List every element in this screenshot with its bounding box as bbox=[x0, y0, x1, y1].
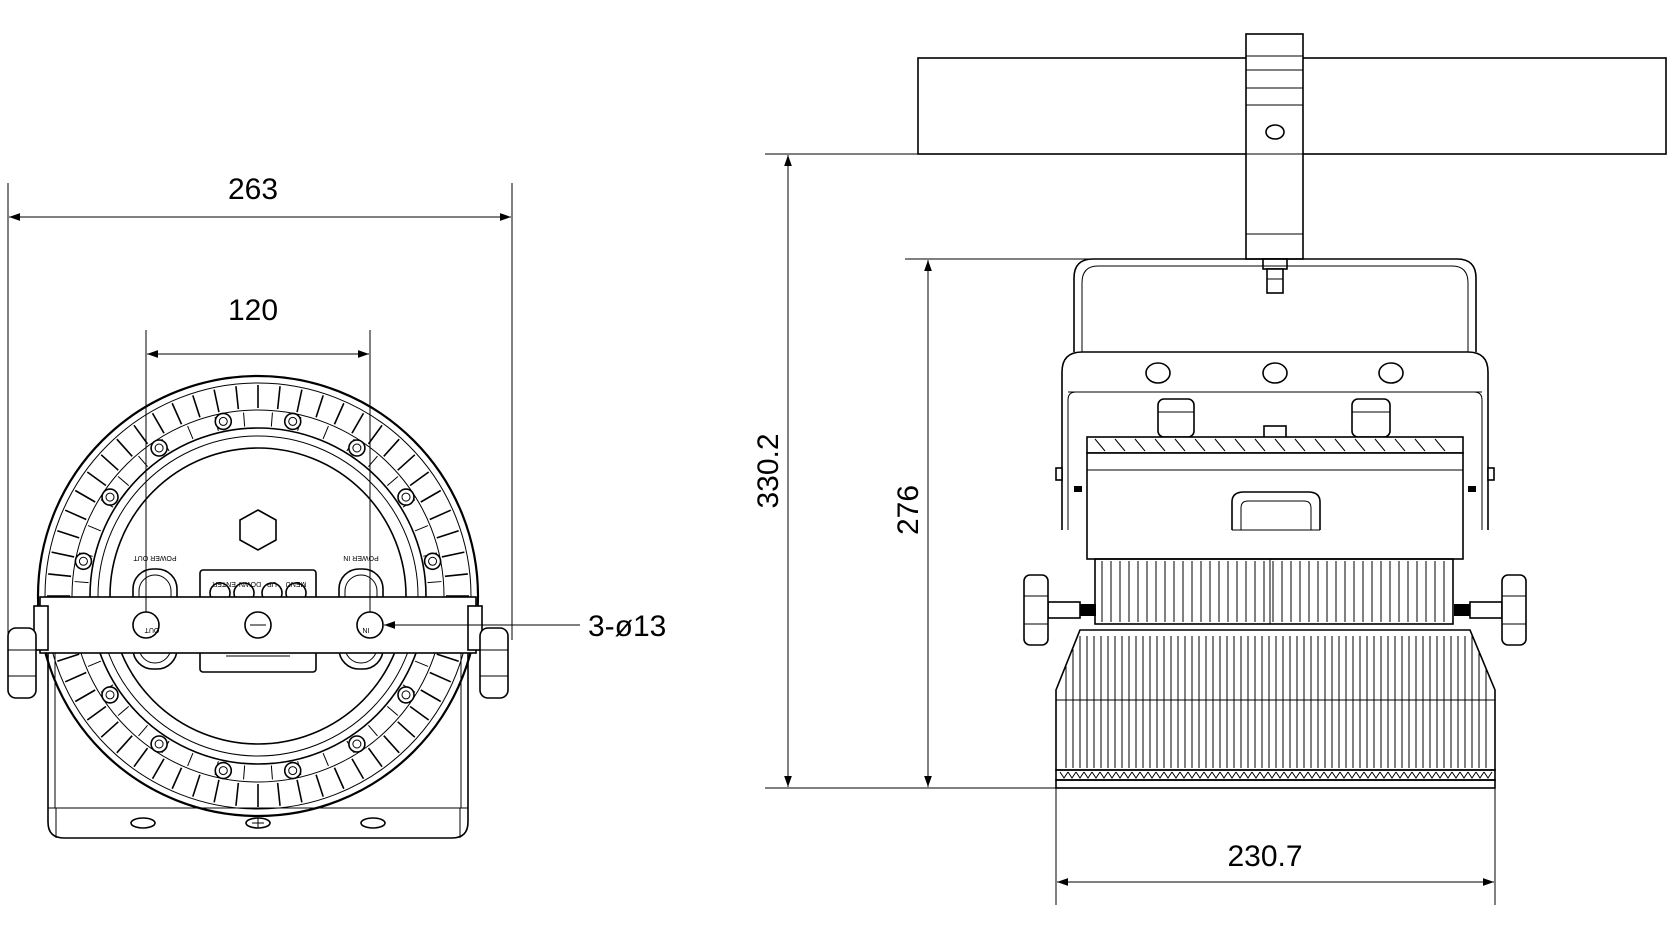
front-dimensions: 263 120 3-ø13 bbox=[7, 173, 666, 643]
front-bezel-screws bbox=[74, 412, 442, 780]
front-base-bracket bbox=[47, 628, 469, 839]
cable-gland-right bbox=[1351, 398, 1391, 438]
side-knob-right bbox=[1454, 574, 1527, 646]
side-view bbox=[917, 33, 1667, 789]
handle bbox=[1231, 491, 1321, 530]
main-heat-sink bbox=[1055, 629, 1496, 789]
top-clamp bbox=[1245, 33, 1304, 294]
side-dimensions: 330.2 276 230.7 bbox=[752, 153, 1496, 905]
front-knob-right bbox=[467, 605, 509, 699]
up-label: UP bbox=[267, 580, 277, 587]
cable-gland-left bbox=[1157, 398, 1195, 438]
hex-fitting bbox=[239, 509, 277, 551]
front-housing-outer bbox=[36, 374, 480, 818]
rear-panel-face bbox=[109, 447, 407, 745]
base-hole-right bbox=[360, 817, 386, 829]
dim-3-holes: 3-ø13 bbox=[588, 610, 666, 643]
power-in-label: POWER IN bbox=[343, 554, 378, 561]
front-view: POWER OUT POWER IN MENU UP DOWN ENTER OU… bbox=[7, 374, 509, 839]
out-label: OUT bbox=[144, 626, 160, 633]
power-out-label: POWER OUT bbox=[133, 554, 177, 561]
body-vent-slots bbox=[1094, 438, 1446, 452]
dim-330-2: 330.2 bbox=[752, 433, 785, 508]
dim-263: 263 bbox=[228, 173, 278, 206]
dim-276: 276 bbox=[892, 485, 925, 535]
side-body bbox=[1086, 436, 1464, 560]
down-label: DOWN bbox=[239, 580, 261, 587]
in-label: IN bbox=[363, 626, 370, 633]
base-hole-left bbox=[130, 817, 156, 829]
front-knob-left bbox=[7, 605, 49, 699]
dim-120: 120 bbox=[228, 294, 278, 327]
side-knob-left bbox=[1023, 574, 1096, 646]
enter-label: ENTER bbox=[212, 580, 236, 587]
side-yoke bbox=[1055, 258, 1495, 530]
upper-heat-sink bbox=[1094, 558, 1454, 625]
menu-label: MENU bbox=[286, 580, 307, 587]
dim-230-7: 230.7 bbox=[1227, 840, 1302, 873]
